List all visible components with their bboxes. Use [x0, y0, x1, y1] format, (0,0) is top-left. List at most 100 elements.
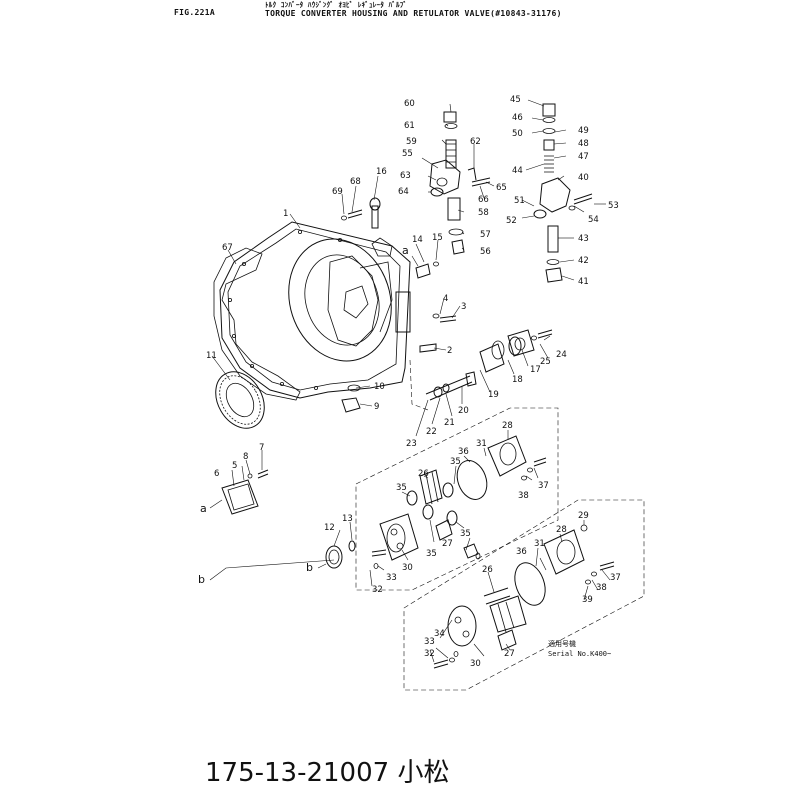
- part-label: 33: [386, 573, 397, 583]
- part-label: 32: [372, 585, 383, 595]
- part-label: 67: [222, 243, 233, 253]
- serial-note-jp: 適用号機: [548, 639, 576, 648]
- part-label: 31: [476, 439, 487, 449]
- part-label: 11: [206, 351, 217, 361]
- part-label: 28: [556, 525, 567, 535]
- part-label: 46: [512, 113, 523, 123]
- part-label: 9: [374, 402, 379, 412]
- part-label: 40: [578, 173, 589, 183]
- part-label: 52: [506, 216, 517, 226]
- part-label: 49: [578, 126, 589, 136]
- part-label: 63: [400, 171, 411, 181]
- part-label: 54: [588, 215, 599, 225]
- part-label: 48: [578, 139, 589, 149]
- part-label: 32: [424, 649, 435, 659]
- part-label: 50: [512, 129, 523, 139]
- part-number-caption: 175-13-21007 小松: [205, 758, 450, 788]
- part-label: 45: [510, 95, 521, 105]
- part-label: 38: [596, 583, 607, 593]
- reference-letter-b: b: [306, 561, 313, 574]
- part-label: 39: [582, 595, 593, 605]
- part-label: 16: [376, 167, 387, 177]
- part-label: 4: [443, 294, 448, 304]
- part-label: 61: [404, 121, 415, 131]
- part-label: 38: [518, 491, 529, 501]
- part-label: 35: [450, 457, 461, 467]
- part-label: 30: [470, 659, 481, 669]
- part-label: 36: [458, 447, 469, 457]
- part-label: 68: [350, 177, 361, 187]
- part-label: 58: [478, 208, 489, 218]
- part-label: 56: [480, 247, 491, 257]
- part-label: 37: [538, 481, 549, 491]
- torque-converter-housing: [219, 221, 411, 413]
- part-label: 36: [516, 547, 527, 557]
- diagram-title: TORQUE CONVERTER HOUSING AND RETULATOR V…: [265, 9, 562, 18]
- regulator-valve-left: [429, 111, 491, 255]
- part-label: 19: [488, 390, 499, 400]
- part-label: 7: [259, 443, 264, 453]
- part-label: 55: [402, 149, 413, 159]
- part-label: 18: [512, 375, 523, 385]
- part-label: 6: [214, 469, 219, 479]
- part-label: 51: [514, 196, 525, 206]
- part-label: 60: [404, 99, 415, 109]
- reference-letter-b: b: [198, 573, 205, 586]
- part-label: 15: [432, 233, 443, 243]
- part-label: 57: [480, 230, 491, 240]
- reference-letter-a: a: [402, 244, 409, 257]
- part-label: 59: [406, 137, 417, 147]
- part-label: 42: [578, 256, 589, 266]
- part-label: 29: [578, 511, 589, 521]
- part-label: 35: [460, 529, 471, 539]
- part-label: 65: [496, 183, 507, 193]
- part-label: 8: [243, 452, 248, 462]
- part-label: 43: [578, 234, 589, 244]
- housing-leader: [409, 359, 429, 411]
- gasket: [213, 247, 301, 401]
- cover-plate: [221, 469, 269, 515]
- part-label: 12: [324, 523, 335, 533]
- part-label: 26: [482, 565, 493, 575]
- pump-group-box-upper: [355, 407, 559, 591]
- part-label: 1: [283, 209, 288, 219]
- part-label: 14: [412, 235, 423, 245]
- part-label: 30: [402, 563, 413, 573]
- leader-lines: [209, 99, 611, 663]
- part-label: 22: [426, 427, 437, 437]
- part-label: 41: [578, 277, 589, 287]
- part-label: 28: [502, 421, 513, 431]
- part-label: 25: [540, 357, 551, 367]
- part-label: 47: [578, 152, 589, 162]
- part-label: 35: [426, 549, 437, 559]
- pump-group-box-lower: [403, 499, 645, 691]
- part-label: 26: [418, 469, 429, 479]
- part-label: 27: [442, 539, 453, 549]
- ring-gear: [215, 371, 265, 429]
- part-label: 69: [332, 187, 343, 197]
- part-label: 2: [447, 346, 452, 356]
- exploded-parts-diagram: 1 2 3 4 5 6 7 8 9 10 11 12 13 14 15 16 1…: [198, 95, 645, 691]
- part-label: 10: [374, 382, 385, 392]
- part-label: 64: [398, 187, 409, 197]
- part-label: 24: [556, 350, 567, 360]
- part-label: 23: [406, 439, 417, 449]
- regulator-valve-right: [533, 103, 593, 283]
- misc-fasteners: [341, 197, 457, 353]
- part-label: 33: [424, 637, 435, 647]
- part-label: 5: [232, 461, 237, 471]
- part-label: 35: [396, 483, 407, 493]
- part-label: 3: [461, 302, 466, 312]
- part-label: 31: [534, 539, 545, 549]
- reference-letter-a: a: [200, 502, 207, 515]
- drive-shaft-assembly: [425, 329, 553, 401]
- part-label: 13: [342, 514, 353, 524]
- part-label: 20: [458, 406, 469, 416]
- japanese-title: ﾄﾙｸ ｺﾝﾊﾞｰﾀ ﾊｳｼﾞﾝｸﾞ ｵﾖﾋﾞ ﾚｷﾞｭﾚｰﾀ ﾊﾞﾙﾌﾞ: [265, 1, 408, 9]
- part-label: 66: [478, 195, 489, 205]
- serial-note: Serial No.K400~: [548, 650, 611, 658]
- part-label: 17: [530, 365, 541, 375]
- part-label: 27: [504, 649, 515, 659]
- part-label: 53: [608, 201, 619, 211]
- part-label: 34: [434, 629, 445, 639]
